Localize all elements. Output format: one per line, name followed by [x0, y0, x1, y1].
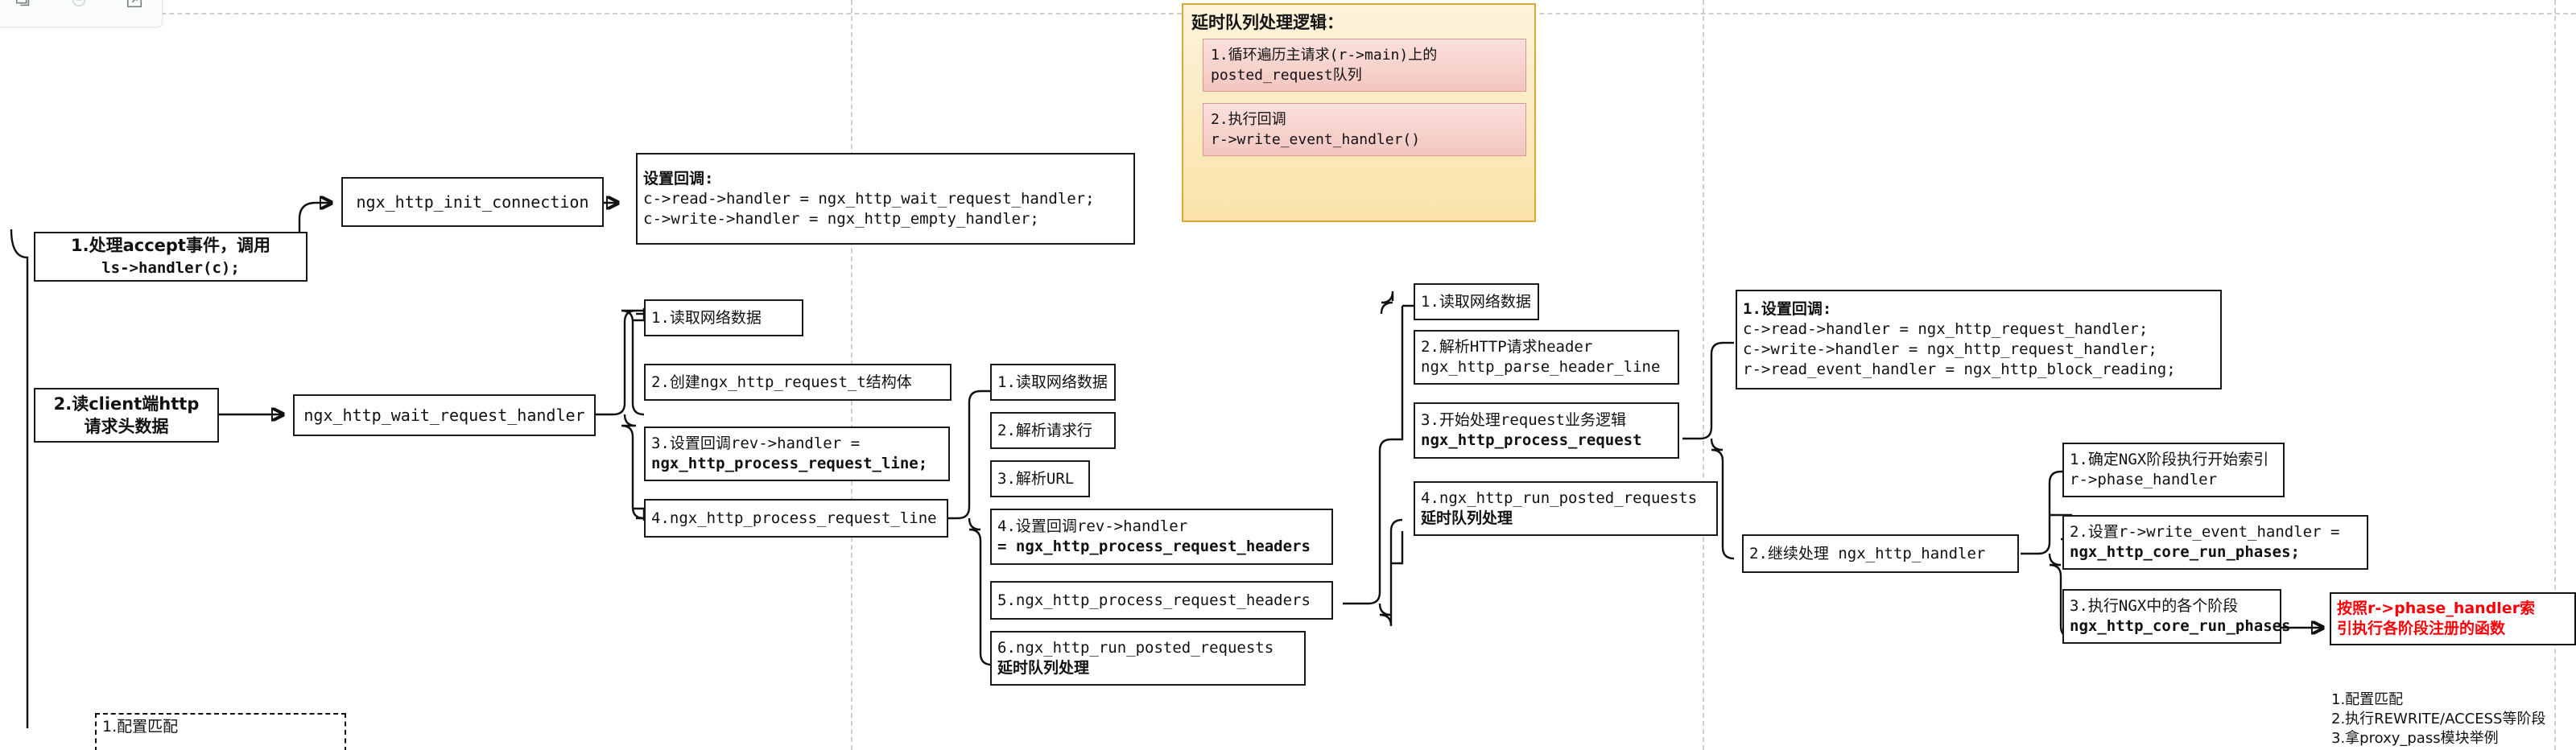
node-http-handler-step-3[interactable]: 3.执行NGX中的各个阶段 ngx_http_core_run_phases — [2062, 589, 2291, 644]
node-line: 延时队列处理 — [997, 659, 1090, 677]
node-line: ngx_http_core_run_phases — [2070, 617, 2291, 635]
node-line: = ngx_http_process_request_headers — [997, 538, 1311, 555]
node-request-line-step-5[interactable]: 5.ngx_http_process_request_headers — [990, 581, 1333, 620]
node-line: 1.读取网络数据 — [1421, 292, 1531, 311]
panel-item-line: 2.执行回调 — [1211, 111, 1286, 128]
node-line: c->read->handler = ngx_http_wait_request… — [643, 189, 1095, 208]
node-line: 3.开始处理request业务逻辑 — [1421, 411, 1626, 429]
node-line: 2.创建ngx_http_request_t结构体 — [651, 373, 912, 391]
node-line: ngx_http_process_request — [1421, 431, 1642, 449]
node-line: ngx_http_process_request_line; — [651, 455, 928, 472]
node-request-line-step-3[interactable]: 3.解析URL — [990, 460, 1090, 497]
node-http-handler-step-1[interactable]: 1.确定NGX阶段执行开始索引 r->phase_handler — [2062, 443, 2285, 497]
node-line: 1.确定NGX阶段执行开始索引 — [2070, 451, 2269, 468]
zoom-out-icon[interactable] — [65, 0, 93, 14]
node-line: ngx_http_wait_request_handler — [303, 405, 585, 425]
node-wait-request-handler[interactable]: ngx_http_wait_request_handler — [293, 394, 596, 436]
node-process-request-callbacks[interactable]: 1.设置回调: c->read->handler = ngx_http_requ… — [1736, 290, 2222, 389]
page-guide-vertical-3 — [2554, 0, 2556, 750]
node-line: ngx_http_core_run_phases; — [2070, 543, 2300, 561]
node-line: ngx_http_parse_header_line — [1421, 358, 1661, 376]
node-line: 4.ngx_http_run_posted_requests — [1421, 489, 1698, 507]
node-line: 1.配置匹配 — [102, 718, 179, 736]
panel-item-line: 1.循环遍历主请求(r->main)上的 — [1211, 47, 1438, 64]
node-request-line-step-2[interactable]: 2.解析请求行 — [990, 412, 1116, 449]
node-line: 3.执行NGX中的各个阶段 — [2070, 597, 2239, 615]
node-request-headers-step-2[interactable]: 2.解析HTTP请求header ngx_http_parse_header_l… — [1414, 330, 1679, 385]
duplicate-icon[interactable] — [10, 0, 37, 14]
node-wait-step-3[interactable]: 3.设置回调rev->handler = ngx_http_process_re… — [644, 427, 950, 481]
node-request-headers-step-3[interactable]: 3.开始处理request业务逻辑 ngx_http_process_reque… — [1414, 402, 1679, 459]
node-request-headers-step-1[interactable]: 1.读取网络数据 — [1414, 283, 1539, 320]
node-phase-handler-note[interactable]: 按照r->phase_handler索 引执行各阶段注册的函数 — [2330, 592, 2576, 645]
node-wait-step-1[interactable]: 1.读取网络数据 — [644, 299, 803, 336]
node-line: 4.ngx_http_process_request_line — [651, 509, 937, 527]
node-bottom-left-note[interactable]: 1.配置匹配 — [95, 713, 346, 750]
node-request-line-step-1[interactable]: 1.读取网络数据 — [990, 364, 1116, 401]
node-line: 2.解析HTTP请求header — [1421, 338, 1593, 356]
node-line: r->read_event_handler = ngx_http_block_r… — [1743, 361, 2176, 378]
list-item: 1.配置匹配 — [2331, 691, 2404, 708]
node-process-request-continue[interactable]: 2.继续处理 ngx_http_handler — [1742, 534, 2019, 573]
delayed-queue-annotation-panel[interactable]: 延时队列处理逻辑： 1.循环遍历主请求(r->main)上的 posted_re… — [1182, 3, 1536, 222]
node-line: r->phase_handler — [2070, 471, 2218, 488]
panel-item-line: r->write_event_handler() — [1211, 131, 1421, 148]
node-line: 2.解析请求行 — [997, 421, 1092, 439]
node-wait-step-2[interactable]: 2.创建ngx_http_request_t结构体 — [644, 364, 952, 401]
node-line: 1.读取网络数据 — [651, 308, 762, 327]
node-request-line-step-6[interactable]: 6.ngx_http_run_posted_requests 延时队列处理 — [990, 631, 1306, 686]
node-line: 1.处理accept事件，调用 — [71, 236, 270, 255]
node-line: 请求头数据 — [84, 417, 169, 436]
node-line: 引执行各阶段注册的函数 — [2337, 620, 2506, 637]
list-item: 2.执行REWRITE/ACCESS等阶段 — [2331, 711, 2546, 727]
node-line: 2.继续处理 ngx_http_handler — [1749, 544, 1986, 562]
phase-detail-list: 1.配置匹配 2.执行REWRITE/ACCESS等阶段 3.拿proxy_pa… — [2331, 690, 2573, 748]
node-line: c->read->handler = ngx_http_request_hand… — [1743, 320, 2149, 338]
node-request-headers-step-4[interactable]: 4.ngx_http_run_posted_requests 延时队列处理 — [1414, 481, 1718, 536]
expand-icon[interactable] — [121, 0, 148, 14]
node-request-line-step-4[interactable]: 4.设置回调rev->handler = ngx_http_process_re… — [990, 509, 1333, 565]
node-line: c->write->handler = ngx_http_request_han… — [1743, 340, 2157, 358]
node-line: ngx_http_init_connection — [356, 192, 589, 212]
node-init-connection-callbacks[interactable]: 设置回调: c->read->handler = ngx_http_wait_r… — [636, 153, 1135, 245]
panel-item-1[interactable]: 1.循环遍历主请求(r->main)上的 posted_request队列 — [1203, 39, 1526, 92]
node-line: ls->handler(c); — [101, 259, 240, 277]
panel-item-2[interactable]: 2.执行回调 r->write_event_handler() — [1203, 103, 1526, 156]
node-line: 按照r->phase_handler索 — [2337, 600, 2536, 617]
node-init-connection[interactable]: ngx_http_init_connection — [341, 177, 604, 227]
node-read-client-http[interactable]: 2.读client端http 请求头数据 — [34, 388, 219, 443]
node-line: 设置回调: — [643, 169, 714, 188]
node-line: 5.ngx_http_process_request_headers — [997, 591, 1311, 609]
node-accept-event[interactable]: 1.处理accept事件，调用 ls->handler(c); — [34, 232, 308, 282]
floating-toolbar[interactable] — [0, 0, 163, 27]
panel-title: 延时队列处理逻辑： — [1191, 13, 1344, 32]
node-line: 1.设置回调: — [1743, 300, 1832, 318]
node-line: 2.读client端http — [53, 394, 200, 414]
node-wait-step-4[interactable]: 4.ngx_http_process_request_line — [644, 499, 948, 538]
node-line: 1.读取网络数据 — [997, 373, 1108, 391]
node-line: 3.解析URL — [997, 469, 1075, 488]
panel-item-line: posted_request队列 — [1211, 67, 1362, 84]
page-guide-vertical-2 — [1703, 0, 1704, 750]
node-http-handler-step-2[interactable]: 2.设置r->write_event_handler = ngx_http_co… — [2062, 515, 2368, 570]
node-line: 3.设置回调rev->handler = — [651, 435, 861, 452]
node-line: 延时队列处理 — [1421, 509, 1513, 527]
node-line: 2.设置r->write_event_handler = — [2070, 523, 2340, 541]
node-line: 4.设置回调rev->handler — [997, 517, 1188, 535]
list-item: 3.拿proxy_pass模块举例 — [2331, 730, 2499, 747]
node-line: 6.ngx_http_run_posted_requests — [997, 639, 1274, 657]
node-line: c->write->handler = ngx_http_empty_handl… — [643, 209, 1039, 228]
